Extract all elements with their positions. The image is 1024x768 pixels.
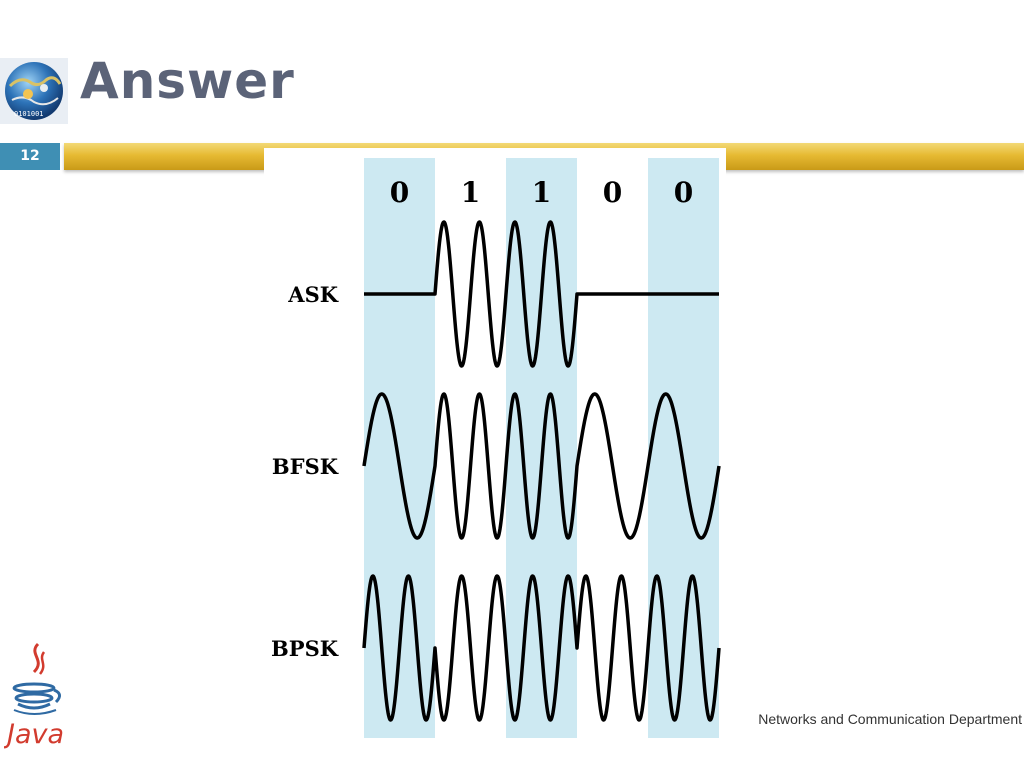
row-label: BFSK: [272, 454, 339, 479]
bit-label: 0: [390, 176, 409, 209]
java-cup-icon: Java: [2, 640, 66, 752]
bit-label: 0: [603, 176, 622, 209]
footer-department: Networks and Communication Department: [758, 711, 1022, 727]
slide-title: Answer: [80, 52, 295, 110]
globe-binary-logo-icon: 0101001: [0, 58, 68, 124]
row-label: ASK: [287, 282, 338, 307]
bit-label: 1: [532, 176, 551, 209]
row-label: BPSK: [271, 636, 339, 661]
bit-label: 1: [461, 176, 480, 209]
waveform-bfsk: [362, 392, 721, 540]
waveform-bpsk: [362, 574, 721, 722]
svg-text:0101001: 0101001: [14, 110, 44, 118]
bit-label: 0: [674, 176, 693, 209]
java-logo-text: Java: [4, 719, 64, 750]
waveform-ask: [362, 220, 721, 368]
slide-number: 12: [0, 143, 60, 170]
